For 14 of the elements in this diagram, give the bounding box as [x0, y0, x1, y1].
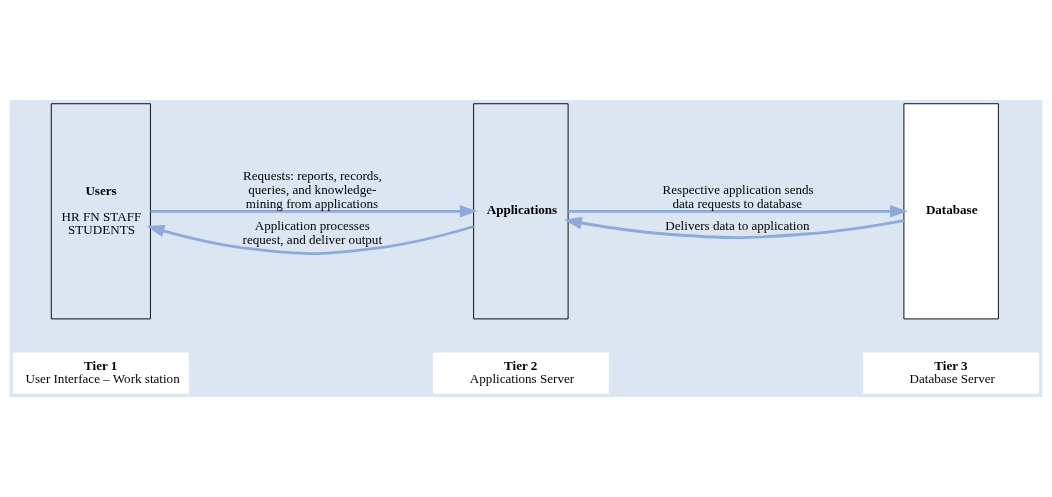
- node-box: Tier 1 User Interface – Work station: [12, 352, 189, 394]
- node-box: Database: [903, 103, 999, 320]
- arrow: [564, 216, 905, 240]
- arrow: [568, 205, 908, 218]
- node-box: Tier 3 Database Server: [863, 352, 1040, 394]
- arrow: [146, 225, 474, 255]
- node-box: Users HR FN STAFF STUDENTS: [50, 103, 151, 320]
- edge-label: Respective application sends data requests to database: [662, 181, 814, 211]
- node-box: Tier 2 Applications Server: [432, 352, 609, 394]
- edge-label: Application processes request, and deliver output: [242, 218, 383, 248]
- edge-label: Requests: reports, records, queries, and knowledge-mining from applications: [243, 167, 382, 211]
- edge-label: Delivers data to application: [665, 218, 810, 234]
- node-box: Applications: [473, 103, 569, 320]
- arrow: [150, 205, 478, 218]
